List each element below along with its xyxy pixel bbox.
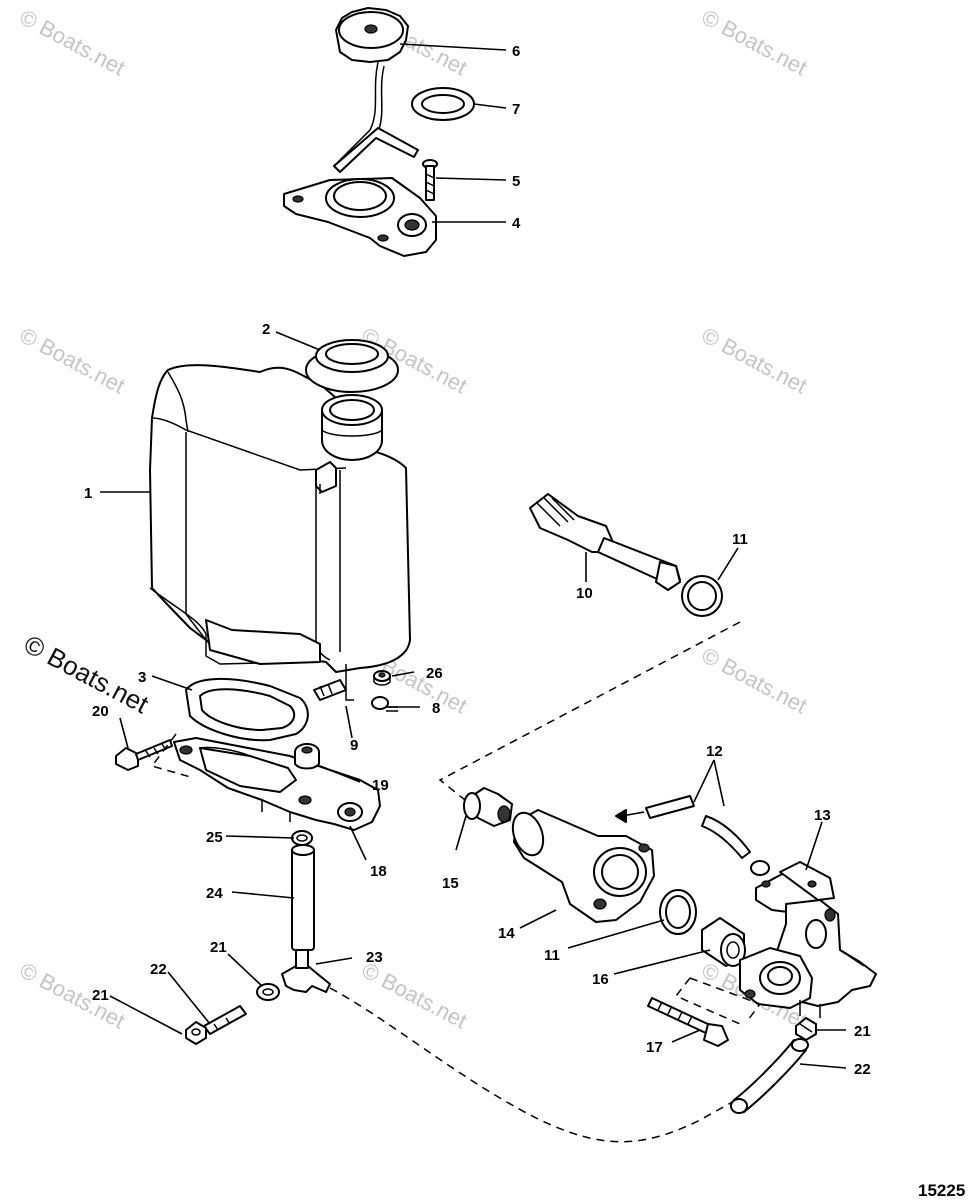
callout-14: 14: [498, 925, 515, 942]
callout-18: 18: [370, 863, 387, 880]
mounting-bolt: [115, 739, 173, 771]
callout-13: 13: [814, 807, 831, 824]
right-hose: [730, 1038, 809, 1114]
small-grommet: [373, 670, 391, 686]
figure-number: 15225: [918, 1181, 965, 1200]
callout-4: 4: [512, 215, 521, 232]
watermark-overlay: © Boats.net: [19, 629, 154, 720]
watermark: © Boats.net: [16, 4, 130, 80]
watermark: © Boats.net: [698, 4, 812, 80]
tank-screw: [371, 696, 398, 712]
callout-11-lower: 11: [544, 947, 560, 964]
o-ring-lower: [659, 889, 697, 935]
callout-10: 10: [576, 585, 593, 602]
dashed-shaft-line: [438, 621, 741, 805]
callout-22-left: 22: [150, 961, 167, 978]
callout-11-upper: 11: [732, 531, 748, 548]
drive-shaft: [529, 493, 681, 591]
watermark: © Boats.net: [16, 957, 130, 1033]
callout-16: 16: [592, 971, 609, 988]
filler-cap: [333, 7, 419, 173]
callout-24: 24: [206, 885, 223, 902]
callout-21-right: 21: [854, 1023, 871, 1040]
watermark: © Boats.net: [698, 642, 812, 718]
outlet-fitting: [313, 664, 354, 701]
o-ring-upper: [681, 575, 723, 617]
callout-21-left: 21: [92, 987, 109, 1004]
callout-26: 26: [426, 665, 443, 682]
callout-2: 2: [262, 321, 270, 338]
callout-6: 6: [512, 43, 520, 60]
callout-15: 15: [442, 875, 459, 892]
callout-12: 12: [706, 743, 723, 760]
seal-ring: [411, 87, 475, 121]
callout-9: 9: [350, 737, 358, 754]
screw: [422, 159, 438, 201]
callout-23: 23: [366, 949, 383, 966]
callout-20: 20: [92, 703, 109, 720]
tank-bracket: [150, 733, 381, 831]
filler-neck-bracket: [283, 177, 437, 257]
oil-pump: [739, 860, 877, 1018]
callout-7: 7: [512, 101, 520, 118]
callout-5: 5: [512, 173, 520, 190]
bracket-grommet: [294, 743, 320, 770]
watermark: © Boats.net: [698, 322, 812, 398]
hose-clamp-upper: [291, 830, 313, 846]
callout-8: 8: [432, 700, 440, 717]
callout-17: 17: [646, 1039, 663, 1056]
callout-21-top: 21: [210, 939, 227, 956]
dashed-connection-line: [329, 987, 737, 1143]
bushing: [701, 917, 746, 967]
tank-grommet: [305, 339, 399, 393]
callout-numbers: 6 7 5 4 2 1 3 10 11 26 8 9 20 19 12 13 2…: [84, 43, 871, 1078]
plug: [463, 787, 513, 827]
pump-screw: [647, 977, 762, 1047]
watermarks: © Boats.net © Boats.net © Boats.net © Bo…: [16, 4, 812, 1033]
pump-hoses: [615, 795, 751, 859]
callout-22-right: 22: [854, 1061, 871, 1078]
watermark: © Boats.net: [358, 957, 472, 1033]
tee-fitting: [281, 949, 331, 993]
right-fitting: [795, 1017, 817, 1041]
left-hose-assembly: [185, 983, 280, 1045]
oil-tank: [149, 364, 411, 673]
leader-lines: [100, 43, 847, 1069]
callout-1: 1: [84, 485, 92, 502]
callout-19: 19: [372, 777, 389, 794]
callout-25: 25: [206, 829, 223, 846]
callout-3: 3: [138, 669, 146, 686]
watermark: © Boats.net: [16, 322, 130, 398]
tank-base-pad: [185, 678, 309, 742]
vent-hose: [291, 844, 315, 951]
pump-drive-housing: [511, 809, 655, 923]
